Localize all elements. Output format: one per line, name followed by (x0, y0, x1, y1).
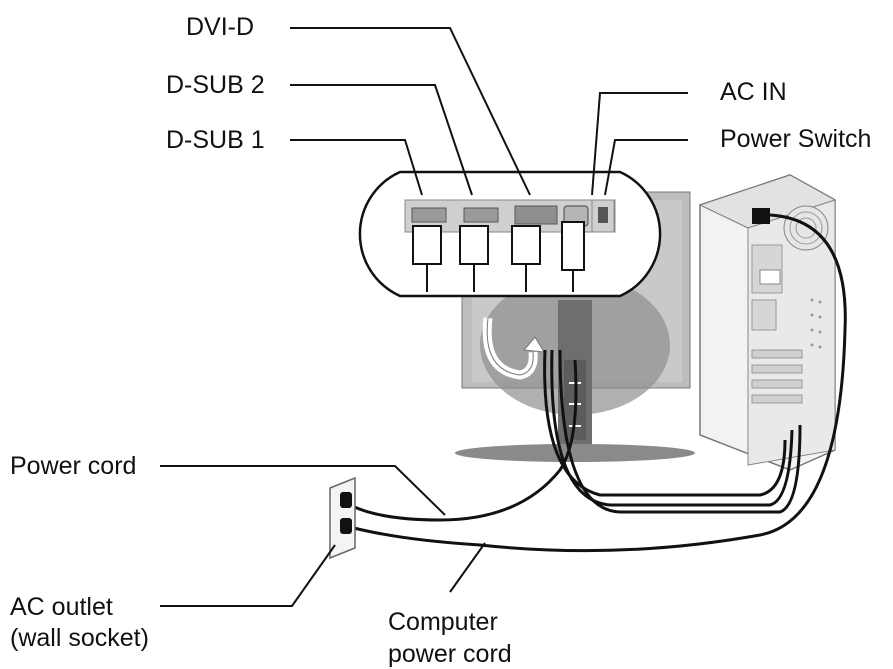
computer-tower (698, 174, 837, 471)
connector-closeup (358, 170, 662, 298)
label-dsub-1: D-SUB 1 (166, 126, 265, 154)
label-power-switch: Power Switch (720, 125, 872, 153)
label-power-cord: Power cord (10, 452, 137, 480)
leader-lines (160, 27, 688, 607)
label-dsub-2: D-SUB 2 (166, 71, 265, 99)
label-computer-power-cord: power cord (388, 640, 512, 668)
label-computer: Computer (388, 608, 498, 636)
wall-outlet (329, 476, 356, 560)
cables (349, 213, 847, 553)
label-ac-outlet: AC outlet (10, 593, 113, 621)
label-dvi-d: DVI-D (186, 13, 255, 41)
label-wall-socket: (wall socket) (10, 624, 149, 652)
label-ac-in: AC IN (720, 78, 787, 106)
